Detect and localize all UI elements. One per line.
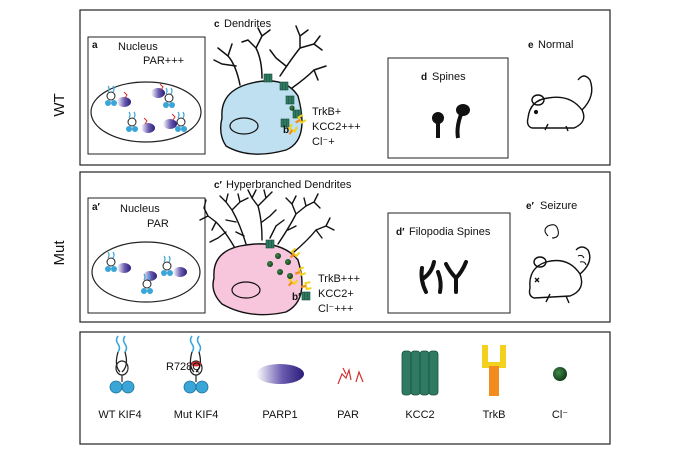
mut-panel: Mut a′ Nucleus PAR c′ Hyperbranched Dend… [51, 171, 611, 323]
legend-label-kcc2: KCC2 [405, 409, 434, 421]
wt-nucleus-outline [90, 81, 202, 143]
wt-soma [219, 80, 303, 155]
mut-nucleus-title: Nucleus [120, 203, 160, 215]
wt-nuclear-complexes [104, 83, 188, 133]
mut-nucleus-outline [91, 241, 201, 303]
chloride-icon [553, 367, 567, 381]
seizure-mouse-icon [528, 224, 591, 304]
mut-marker-kcc2: KCC2+ [318, 288, 354, 300]
wt-spines-letter: d [421, 72, 427, 83]
mut-phenotype: e′ Seizure [526, 200, 591, 304]
legend-wt-kif4: WT KIF4 [98, 335, 142, 421]
mut-phenotype-letter: e′ [526, 201, 535, 212]
mut-dendrites-letter: c′ [214, 180, 223, 191]
filopodia-spine-icon [419, 260, 468, 294]
mut-phenotype-title: Seizure [540, 200, 577, 212]
legend-label-parp1: PARP1 [262, 409, 297, 421]
kcc2-icon [401, 350, 439, 396]
wt-dendrite-tree [213, 25, 327, 89]
wt-dendrites-title: Dendrites [224, 18, 272, 30]
mut-nucleus-letter: a′ [92, 202, 101, 213]
legend-label-chloride: Cl⁻ [552, 409, 568, 421]
mut-marker-cl: Cl⁻+++ [318, 303, 353, 315]
mut-soma-letter: b′ [292, 292, 301, 303]
legend-label-wt-kif4: WT KIF4 [98, 409, 141, 421]
wt-marker-trkb: TrkB+ [312, 106, 341, 118]
legend-frame [79, 331, 611, 445]
mut-dendrites-title: Hyperbranched Dendrites [226, 179, 352, 191]
legend-chloride: Cl⁻ [552, 367, 568, 421]
wt-membrane-markers [263, 73, 307, 137]
mut-nuclear-complexes [104, 251, 187, 295]
trkb-icon [482, 345, 506, 396]
wt-phenotype-title: Normal [538, 39, 573, 51]
wt-phenotype: e Normal [526, 39, 593, 132]
mut-dendrite-tree [199, 189, 335, 253]
mut-soma [212, 243, 303, 316]
normal-mouse-icon [526, 75, 593, 132]
legend-panel: WT KIF4 R728Q Mut KIF4 PARP1 PAR [79, 331, 611, 445]
legend-label-mut-kif4: Mut KIF4 [174, 409, 219, 421]
legend-label-par: PAR [337, 409, 359, 421]
legend-par: PAR [337, 367, 364, 421]
mut-marker-trkb: TrkB+++ [318, 273, 360, 285]
mut-par-level: PAR [147, 218, 169, 230]
par-icon [337, 367, 364, 385]
wt-neuron: c Dendrites b TrkB+ [213, 18, 361, 155]
wt-dendrites-letter: c [214, 19, 220, 30]
legend-kcc2: KCC2 [401, 350, 439, 421]
wt-soma-nucleus [229, 117, 259, 135]
legend-trkb: TrkB [482, 345, 506, 421]
wt-spines-box: d Spines [387, 57, 509, 159]
mut-spines-title: Filopodia Spines [409, 226, 491, 238]
wt-nucleus-letter: a [92, 40, 98, 51]
wt-marker-cl: Cl⁻+ [312, 136, 335, 148]
wt-par-level: PAR+++ [143, 55, 184, 67]
wt-nucleus-box: a Nucleus PAR+++ [87, 36, 206, 155]
mut-row-label: Mut [51, 240, 68, 266]
wt-nucleus-title: Nucleus [118, 41, 158, 53]
wt-panel: WT a Nucleus PAR+++ [51, 9, 611, 166]
mut-spines-box: d′ Filopodia Spines [387, 212, 511, 314]
mushroom-spine-icon [432, 104, 470, 139]
wt-row-label: WT [51, 93, 68, 116]
mut-membrane-markers [265, 239, 313, 301]
wt-spines-title: Spines [432, 71, 466, 83]
wt-phenotype-letter: e [528, 40, 534, 51]
legend-label-trkb: TrkB [483, 409, 506, 421]
legend-mut-kif4: R728Q Mut KIF4 [166, 335, 219, 421]
legend-mutation-label: R728Q [166, 361, 201, 373]
wt-soma-letter: b [283, 125, 289, 136]
wt-marker-kcc2: KCC2+++ [312, 121, 361, 133]
parp1-icon [256, 364, 304, 384]
legend-parp1: PARP1 [256, 364, 304, 421]
mut-spines-letter: d′ [396, 227, 405, 238]
mut-neuron: c′ Hyperbranched Dendrites [199, 179, 360, 316]
mut-nucleus-box: a′ Nucleus PAR [87, 197, 206, 314]
mut-soma-nucleus [231, 281, 261, 299]
